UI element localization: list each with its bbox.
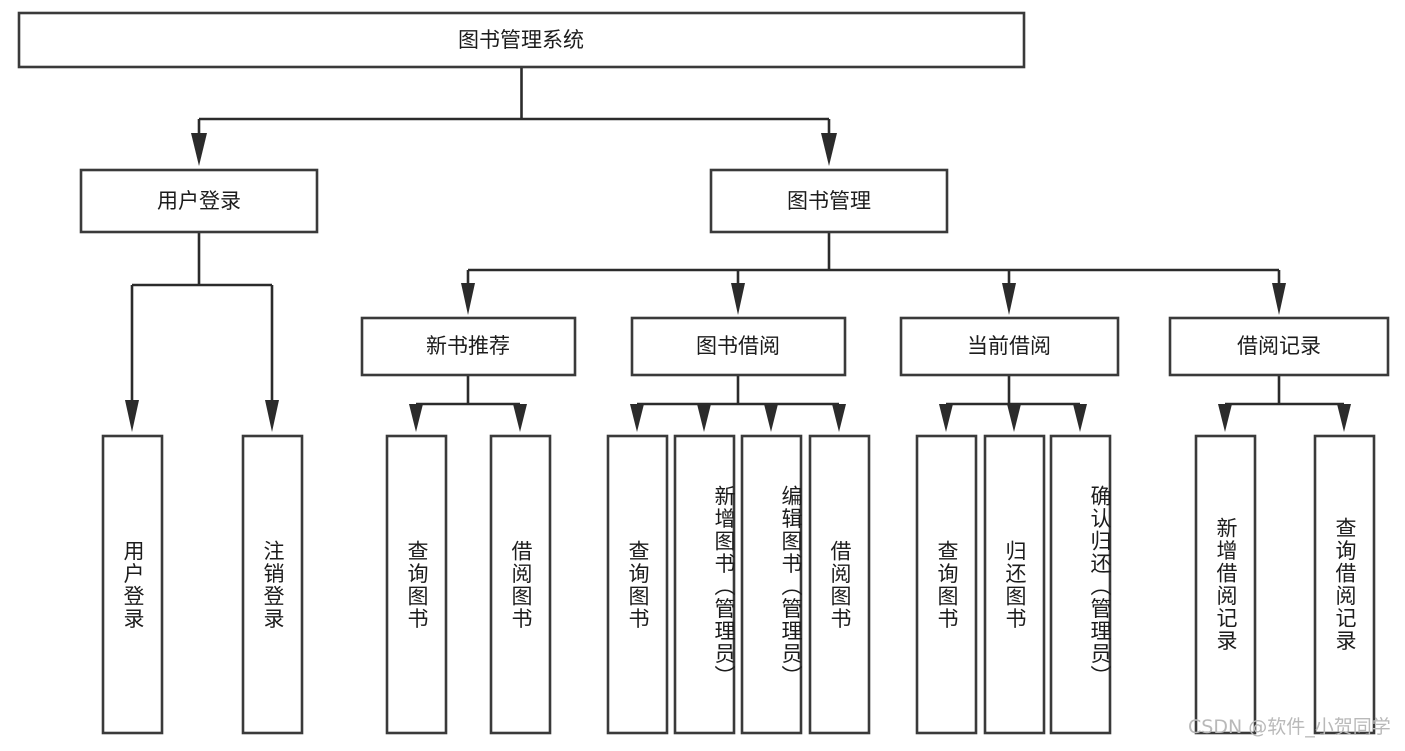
arrow-head-leaf-borrow-book-1 [513,404,527,432]
leaf-query-book-1-box[interactable] [385,434,448,735]
leaf-query-book-3-box[interactable] [915,434,978,735]
connectors-user-login-to-leaves [125,232,279,432]
arrow-head-book-management [821,133,837,166]
leaf-borrow-book-2-box[interactable] [808,434,871,735]
arrow-head-leaf-query-record [1337,404,1351,432]
node-current-borrow-box[interactable] [899,316,1120,377]
leaf-add-record-box[interactable] [1194,434,1257,735]
connectors-current-borrow-to-leaves [939,375,1087,432]
leaf-boxes [101,434,1376,735]
node-book-management-label: 图书管理 [787,189,871,213]
connectors-new-book-recommend-to-leaves [409,375,527,432]
node-root[interactable]: 图书管理系统 [17,11,1026,69]
arrow-head-leaf-edit-book [764,404,778,432]
node-current-borrow[interactable]: 当前借阅 [899,316,1120,377]
node-current-borrow-label: 当前借阅 [967,334,1051,358]
arrow-head-leaf-query-book-1 [409,404,423,432]
node-root-box[interactable] [17,11,1026,69]
node-new-book-recommend[interactable]: 新书推荐 [360,316,577,377]
leaf-user-login-box[interactable] [101,434,164,735]
arrow-head-leaf-user-logout [265,400,279,432]
arrow-head-book-borrow [731,283,745,315]
csdn-watermark: CSDN @软件_小贺同学 [1188,716,1391,738]
leaf-borrow-book-1-box[interactable] [489,434,552,735]
node-user-login-label: 用户登录 [157,189,241,213]
arrow-head-user-login [191,133,207,166]
node-book-borrow-label: 图书借阅 [696,334,780,358]
connectors-book-management-to-level2 [461,232,1286,315]
connectors-borrow-record-to-leaves [1218,375,1351,432]
arrow-head-leaf-query-book-2 [630,404,644,432]
node-new-book-recommend-box[interactable] [360,316,577,377]
node-new-book-recommend-label: 新书推荐 [426,334,510,358]
leaf-edit-book-box[interactable] [740,434,803,735]
leaf-query-book-2-box[interactable] [606,434,669,735]
arrow-head-leaf-add-book [697,404,711,432]
arrow-head-current-borrow [1002,283,1016,315]
leaf-query-record-box[interactable] [1313,434,1376,735]
arrow-head-leaf-user-login [125,400,139,432]
node-borrow-record[interactable]: 借阅记录 [1168,316,1390,377]
leaf-user-logout-box[interactable] [241,434,304,735]
node-user-login[interactable]: 用户登录 [79,168,319,234]
node-book-borrow-box[interactable] [630,316,847,377]
leaf-confirm-return-box[interactable] [1049,434,1112,735]
arrow-head-leaf-confirm-return [1073,404,1087,432]
arrow-head-new-book-recommend [461,283,475,315]
node-borrow-record-label: 借阅记录 [1237,334,1321,358]
node-user-login-box[interactable] [79,168,319,234]
arrow-head-leaf-query-book-3 [939,404,953,432]
arrow-head-leaf-return-book [1007,404,1021,432]
leaf-add-book-box[interactable] [673,434,736,735]
connectors-root-to-level1 [191,67,837,166]
node-book-management-box[interactable] [709,168,949,234]
arrow-head-leaf-borrow-book-2 [832,404,846,432]
leaf-return-book-box[interactable] [983,434,1046,735]
node-book-borrow[interactable]: 图书借阅 [630,316,847,377]
node-borrow-record-box[interactable] [1168,316,1390,377]
arrow-head-borrow-record [1272,283,1286,315]
arrow-head-leaf-add-record [1218,404,1232,432]
node-book-management[interactable]: 图书管理 [709,168,949,234]
connectors-book-borrow-to-leaves [630,375,846,432]
node-root-label: 图书管理系统 [458,28,584,52]
